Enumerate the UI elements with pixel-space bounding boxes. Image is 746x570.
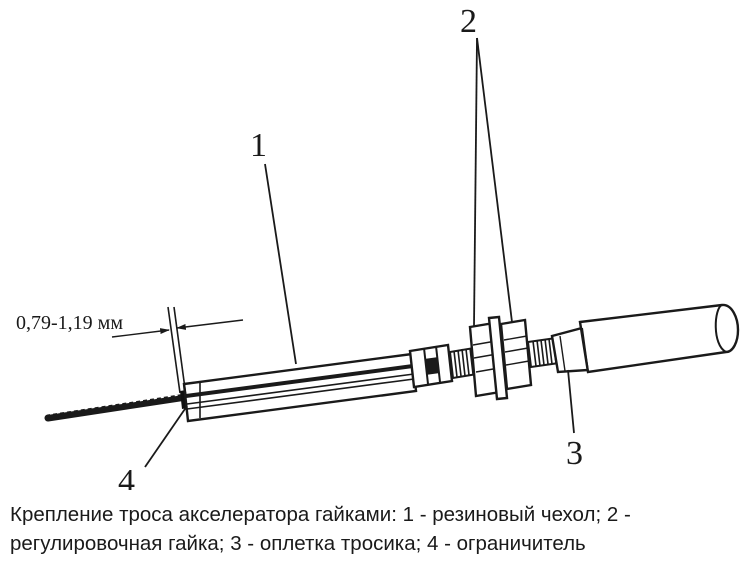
- cable-assembly-diagram: 0,79-1,19 мм 1 2 3 4: [16, 3, 740, 490]
- callout-4: 4: [118, 463, 135, 490]
- callout-1: 1: [250, 127, 267, 164]
- leader-lines: [144, 37, 575, 468]
- caption-line-2: регулировочная гайка; 3 - оплетка тросик…: [10, 532, 586, 555]
- caption-line-1: Крепление троса акселератора гайками: 1 …: [10, 503, 631, 526]
- callout-2: 2: [460, 3, 477, 40]
- inner-cable: [44, 393, 190, 422]
- rubber-boot: [182, 352, 418, 423]
- dimension-marker: [111, 306, 244, 397]
- cable-sheath: [550, 303, 740, 374]
- figure-caption: Крепление троса акселератора гайками: 1 …: [10, 500, 740, 558]
- threaded-rod-right: [526, 336, 561, 369]
- dimension-label: 0,79-1,19 мм: [16, 312, 123, 334]
- adjusting-nuts: [468, 315, 533, 401]
- coupling-sleeve: [408, 343, 454, 389]
- callout-3: 3: [566, 435, 583, 472]
